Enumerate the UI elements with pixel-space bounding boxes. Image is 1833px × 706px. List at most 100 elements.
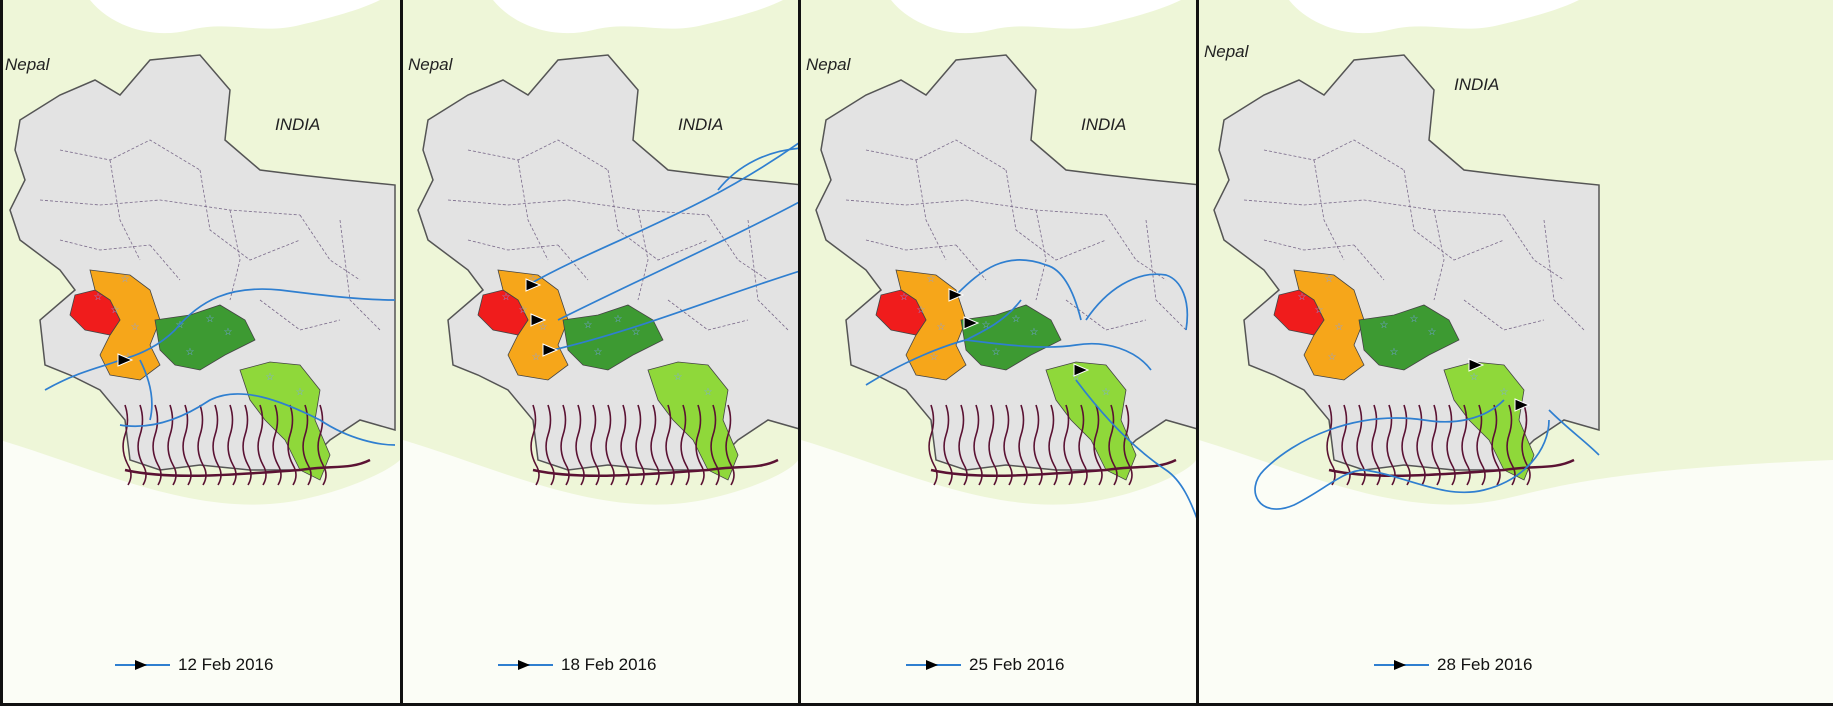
coastal-mangrove [695,404,705,486]
district-boundary [955,244,987,281]
star-icon: ☆ [930,352,939,363]
coastal-mangrove [530,404,540,486]
star-icon: ☆ [937,322,946,333]
black-triangle-arrow-icon [525,278,542,292]
coastal-mangrove [1108,404,1118,486]
district-boundary [1313,159,1345,261]
star-icon: ☆ [1072,372,1081,383]
bay-of-bengal [1199,440,1833,706]
coastal-mangrove [650,404,660,486]
label-india: INDIA [1081,115,1127,134]
district-boundary [1035,209,1047,301]
coastal-mangrove [1341,404,1351,486]
star-icon: ☆ [539,322,548,333]
district-boundary [447,199,709,216]
coastal-mangrove [665,404,675,486]
star-icon: ☆ [1012,314,1021,325]
black-triangle-arrow-icon [542,343,559,357]
star-icon: ☆ [111,305,120,316]
trajectory-line [965,339,1152,371]
zone-red [477,289,529,336]
star-icon: ☆ [1500,387,1509,398]
star-icon: ☆ [614,314,623,325]
district-boundary [1543,219,1585,331]
label-nepal: Nepal [408,55,453,74]
trajectory-line [1254,399,1550,510]
coastal-mangrove [928,404,938,486]
coastal-mangrove [1476,404,1486,486]
district-boundary [1403,169,1505,261]
star-icon: ☆ [186,347,195,358]
coastline [930,458,1177,478]
district-boundary [1463,299,1545,331]
star-icon: ☆ [532,352,541,363]
star-icon: ☆ [1030,327,1039,338]
himalaya-region [1289,0,1579,34]
district-boundary [39,199,301,216]
star-icon: ☆ [206,314,215,325]
star-icon: ☆ [224,327,233,338]
star-icon: ☆ [266,372,275,383]
himalaya-region [493,0,783,34]
district-boundary [1433,209,1445,301]
himalaya-region [90,0,380,34]
star-icon: ☆ [529,274,538,285]
star-icon: ☆ [982,320,991,331]
district-boundary [1263,139,1405,171]
star-icon: ☆ [1428,327,1437,338]
star-icon: ☆ [674,372,683,383]
star-icon: ☆ [1470,372,1479,383]
trajectory-line [1075,379,1196,519]
coastal-mangrove [545,404,555,486]
coastal-mangrove [710,404,720,486]
map-canvas: ☆☆☆☆☆☆☆☆☆☆☆ [403,0,798,706]
star-icon: ☆ [900,292,909,303]
black-triangle-arrow-icon [117,353,134,367]
coastline [124,458,371,478]
legend: 18 Feb 2016 [498,655,656,675]
district-boundary [1353,244,1385,281]
star-icon: ☆ [632,327,641,338]
star-icon: ☆ [296,387,305,398]
district-boundary [557,244,589,281]
coastal-mangrove [725,404,735,486]
legend-date: 28 Feb 2016 [1437,655,1533,674]
coastal-mangrove [287,404,297,486]
legend-trajectory-icon [1374,660,1429,670]
label-india: INDIA [1454,75,1500,94]
district-boundary [1243,199,1505,216]
trajectory-line [865,299,1022,386]
himalaya-region [891,0,1181,34]
star-icon: ☆ [1380,320,1389,331]
star-icon: ☆ [1390,347,1399,358]
coastline [532,458,779,478]
black-triangle-arrow-icon [530,313,547,327]
trajectory-line [552,270,798,351]
label-nepal: Nepal [1204,42,1249,61]
star-icon: ☆ [1298,292,1307,303]
star-icon: ☆ [917,305,926,316]
panel-divider [1196,0,1199,706]
coastal-mangrove [1048,404,1058,486]
panel-divider [400,0,403,706]
star-icon: ☆ [131,322,140,333]
label-india: INDIA [275,115,321,134]
coastal-mangrove [1093,404,1103,486]
coastal-mangrove [137,404,147,486]
panel-divider [798,0,801,706]
district-boundary [259,299,341,331]
trajectory-line [955,259,1082,321]
trajectory-line [1085,273,1189,331]
zone-red [69,289,121,336]
coastal-mangrove [1326,404,1336,486]
bay-of-bengal [801,440,1196,706]
district-boundary [915,159,947,261]
legend-date: 18 Feb 2016 [561,655,657,674]
star-icon: ☆ [1410,314,1419,325]
label-nepal: Nepal [5,55,50,74]
trajectory-line [139,359,153,421]
black-triangle-arrow-icon [963,316,980,330]
coastal-mangrove [1491,404,1501,486]
